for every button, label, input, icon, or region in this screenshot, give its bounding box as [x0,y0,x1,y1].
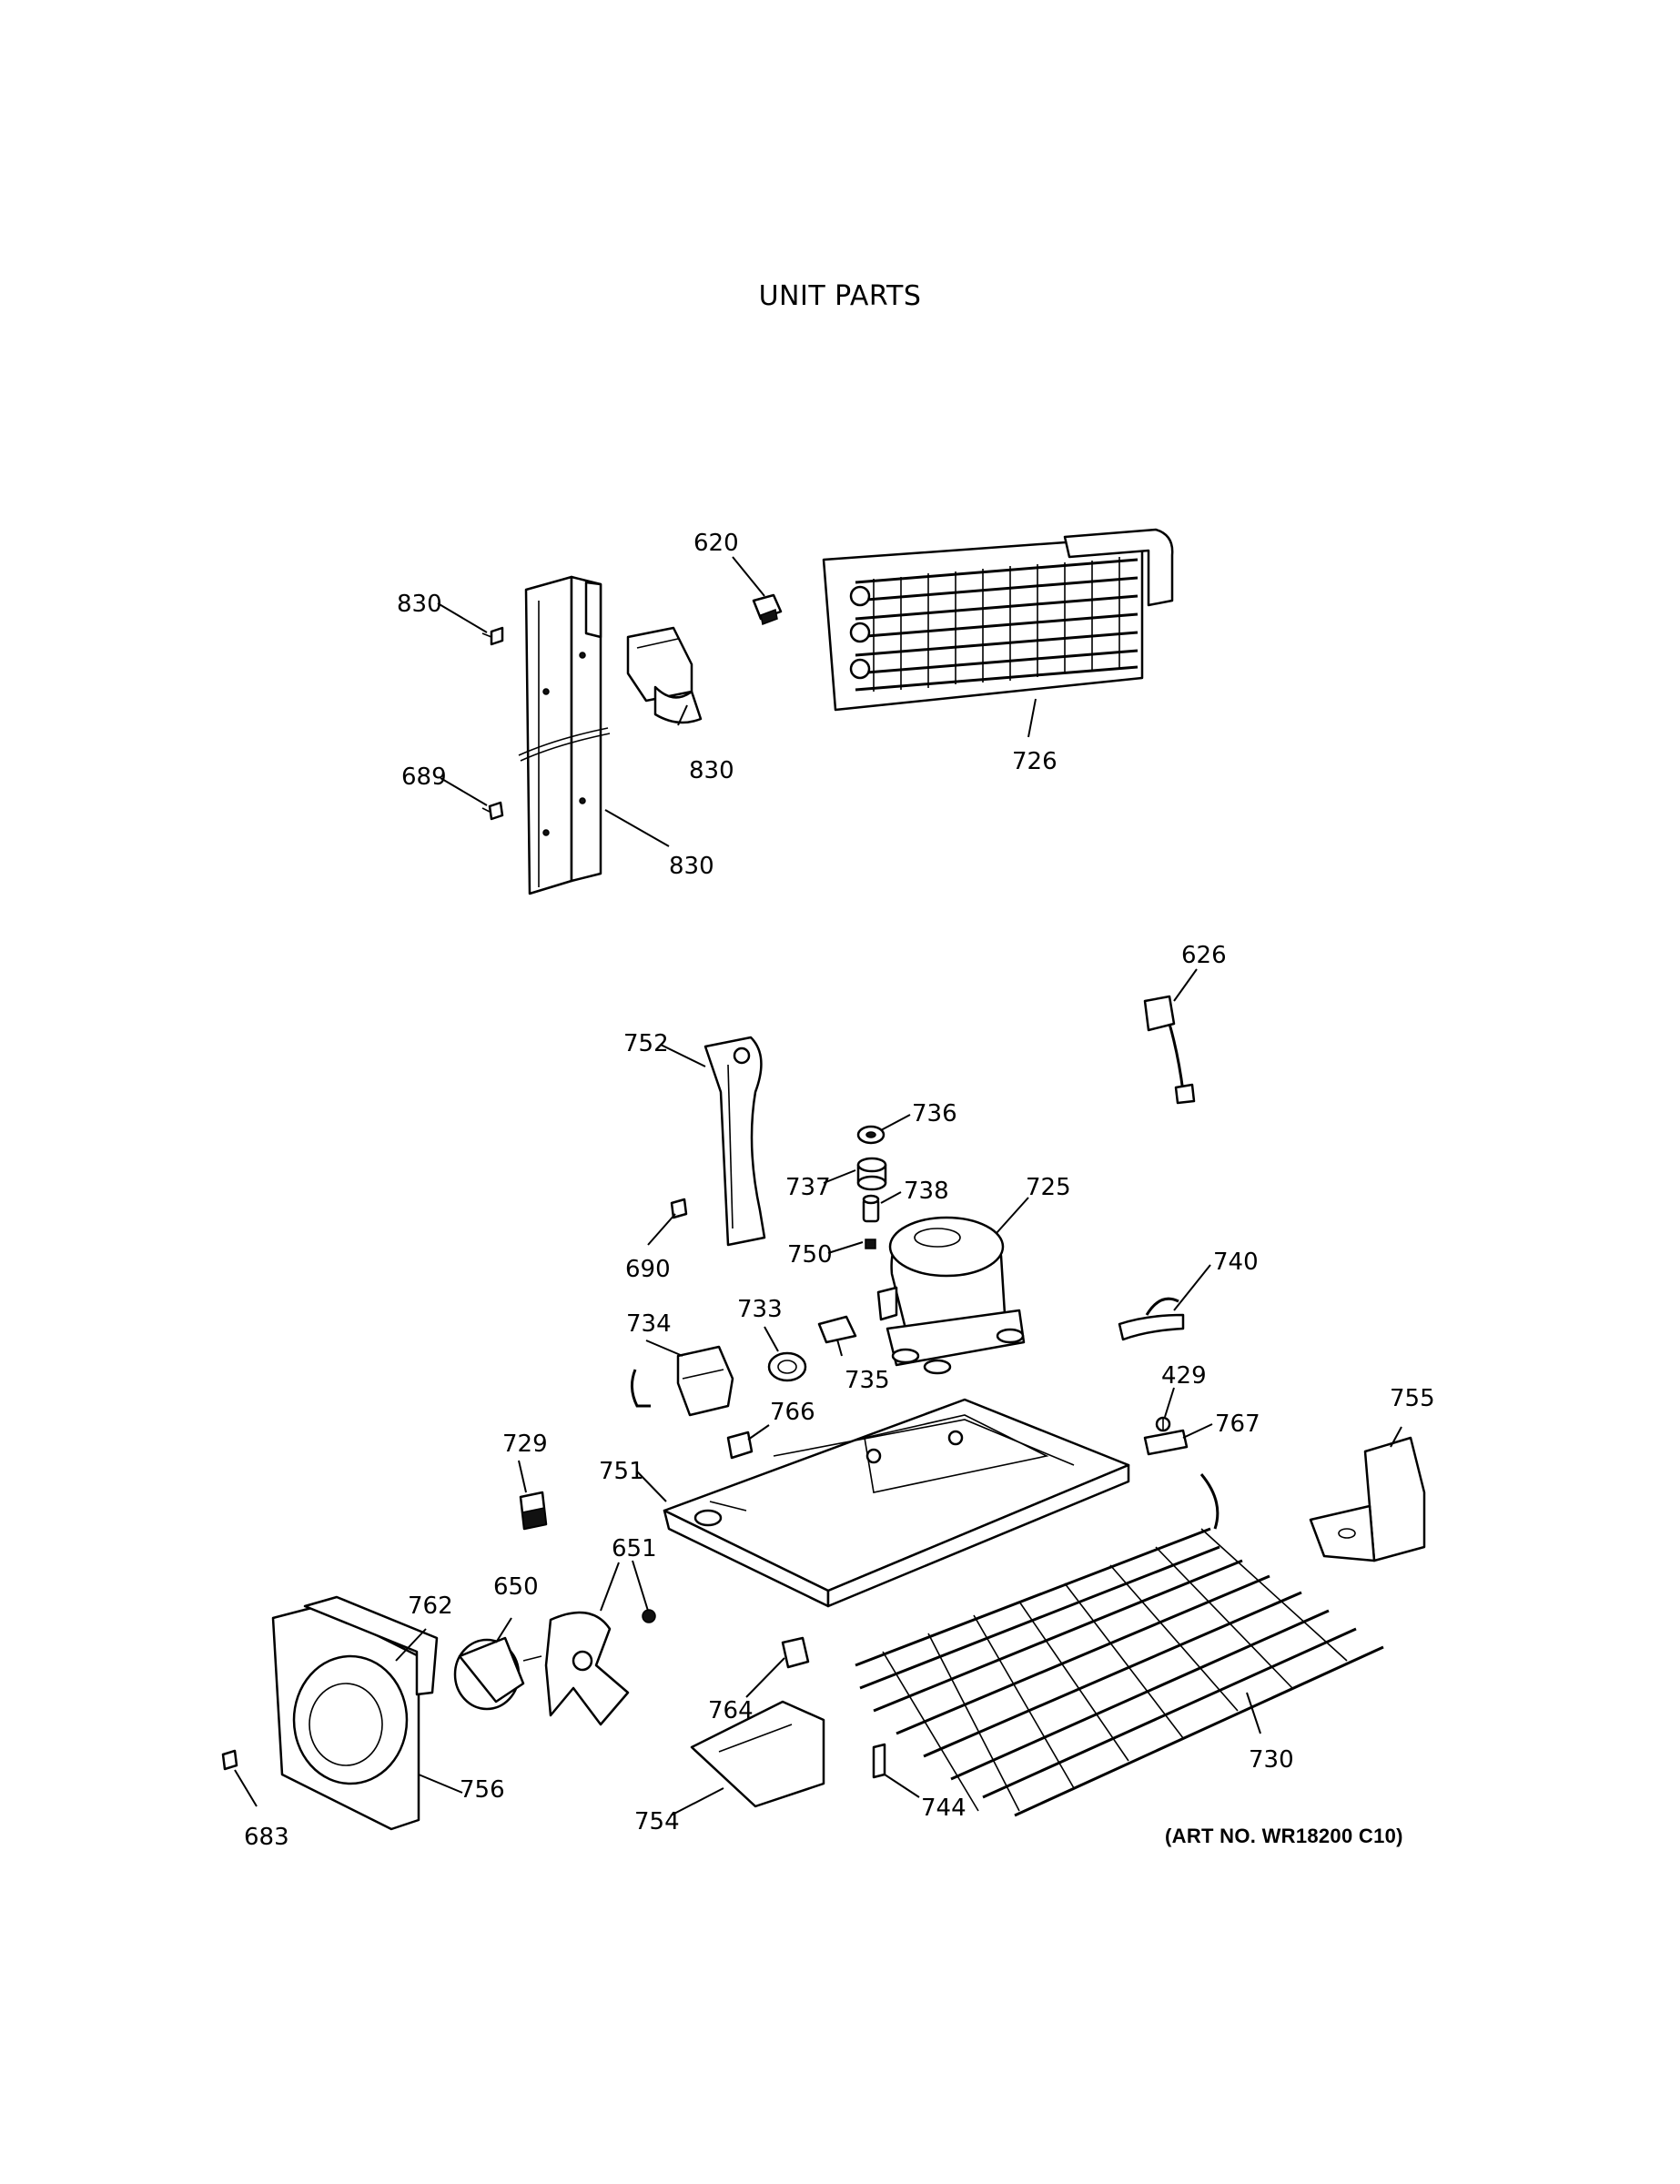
label-735: 735 [845,1367,890,1394]
label-725: 725 [1026,1174,1071,1201]
label-762: 762 [408,1592,453,1620]
part-736-grommet [856,1125,886,1145]
label-750: 750 [787,1241,833,1269]
part-750-clip [865,1239,876,1249]
label-683: 683 [244,1824,289,1851]
label-429: 429 [1161,1362,1207,1390]
part-683-screw [221,1749,238,1771]
label-756: 756 [460,1776,505,1804]
label-830-c: 830 [669,853,714,880]
part-734-relay [631,1345,734,1417]
part-650-fan-motor [453,1636,542,1711]
label-830-b: 830 [689,757,734,784]
part-755-bracket [1309,1436,1426,1562]
part-766-bracket [726,1431,754,1460]
part-651-nut [642,1609,656,1623]
part-751-base [663,1398,1130,1608]
part-730-condenser [855,1473,1384,1817]
part-830-screw [481,626,504,646]
label-764: 764 [708,1697,754,1724]
label-751: 751 [599,1458,644,1485]
label-738: 738 [904,1178,949,1205]
label-690: 690 [625,1256,671,1283]
label-651: 651 [612,1535,657,1562]
label-734: 734 [626,1310,672,1338]
label-650: 650 [493,1573,539,1601]
label-752: 752 [623,1030,669,1057]
part-830-channel [518,575,611,895]
part-725-compressor [876,1216,1026,1375]
art-number: (ART NO. WR18200 C10) [1165,1825,1403,1847]
label-766: 766 [770,1399,815,1426]
part-767-clamp [1143,1429,1189,1456]
part-744-clip [872,1743,886,1779]
label-736: 736 [912,1100,957,1127]
part-738-sleeve [862,1194,880,1223]
part-737-grommet [856,1157,887,1191]
label-729: 729 [502,1431,548,1458]
part-830-clip [626,626,703,724]
label-754: 754 [634,1808,680,1835]
label-733: 733 [737,1296,783,1323]
part-726-evaporator [822,528,1174,712]
part-756-shroud [271,1604,420,1831]
label-626: 626 [1181,942,1227,969]
part-740-heater [1118,1297,1185,1341]
part-620-clip [752,593,783,626]
part-429-screw [1155,1416,1171,1432]
part-754-drain-pan [690,1700,825,1808]
diagram-title: UNIT PARTS [758,280,922,312]
label-730: 730 [1249,1746,1294,1774]
label-737: 737 [785,1174,831,1201]
label-755: 755 [1390,1385,1435,1412]
part-729-capacitor [519,1491,548,1531]
label-767: 767 [1215,1410,1260,1438]
part-735-cover [817,1315,857,1344]
part-689-screw [481,801,504,821]
part-626-thermostat [1143,995,1196,1105]
label-740: 740 [1213,1249,1259,1276]
part-651-fan-blade [544,1611,630,1726]
label-830-a: 830 [397,591,442,618]
leader-lines [234,556,1402,1816]
part-752-strap [703,1036,766,1247]
label-726: 726 [1012,748,1058,775]
part-764-clip [781,1636,810,1669]
label-620: 620 [693,530,739,557]
label-689: 689 [401,763,447,791]
label-744: 744 [921,1795,967,1822]
part-690-screw [670,1198,688,1219]
part-733-overload [767,1351,807,1382]
